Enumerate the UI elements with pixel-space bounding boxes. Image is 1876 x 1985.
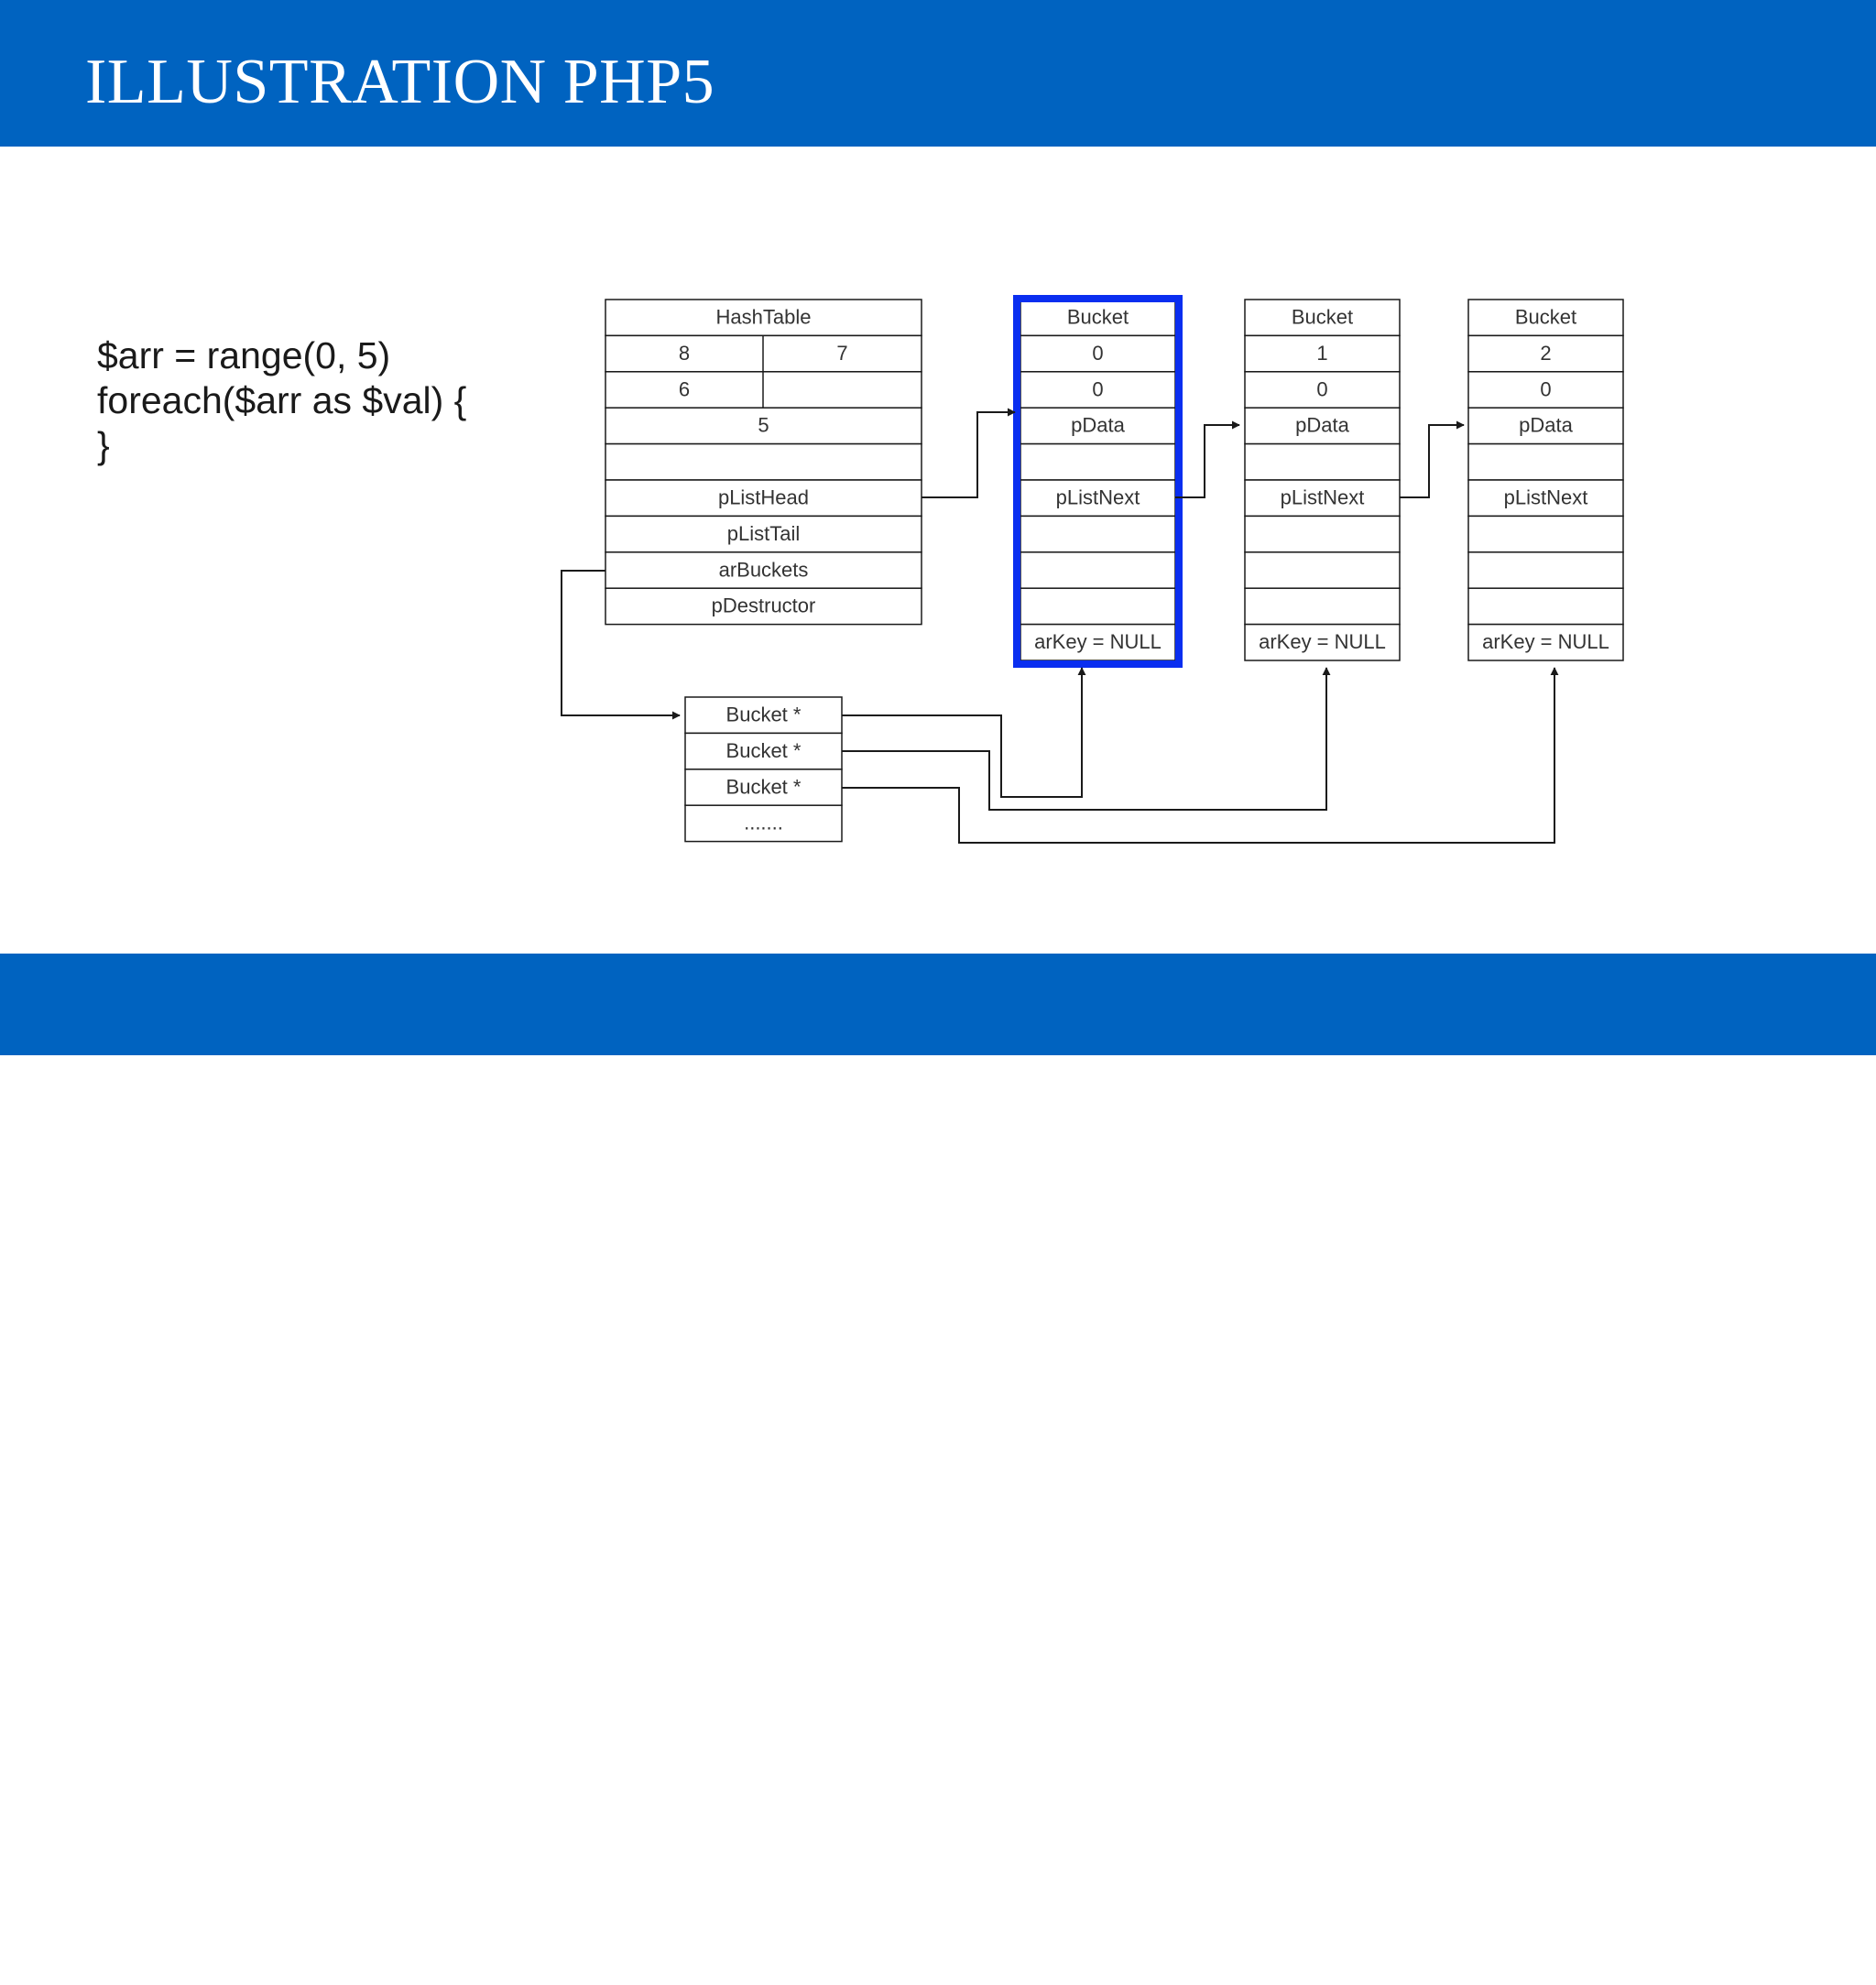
bucket-field: 2	[1540, 342, 1551, 365]
bucket-row	[1020, 371, 1176, 409]
logo-subtitle: 第二届PHP全球开发者大会	[1711, 1969, 1811, 1978]
bucket-struct	[1244, 299, 1401, 661]
arbuckets-pointer-arrow	[561, 570, 681, 720]
bucket-row	[1467, 299, 1624, 337]
hashtable-field: pDestructor	[712, 594, 816, 617]
hashtable-cell: 8	[679, 342, 690, 365]
hashtable-header: HashTable	[716, 306, 812, 329]
plisthead-pointer-arrow	[922, 408, 1016, 498]
tables-layer: HashTable 8 7 6 5 pListHead pListTail arBuckets…	[605, 295, 1624, 843]
bucket-row	[1020, 334, 1176, 373]
bucket-field: pListNext	[1056, 486, 1140, 509]
bucket-pointer-row	[684, 732, 843, 770]
bucket-row	[1467, 587, 1624, 626]
bucket-struct	[1013, 295, 1183, 668]
bucket-pointer-row	[684, 804, 843, 843]
bucket-row	[1244, 299, 1401, 337]
bucket-row	[1244, 551, 1401, 589]
bucket-row	[1244, 623, 1401, 661]
bucket-pointer-cell: Bucket *	[726, 703, 802, 726]
bucket-field: pListNext	[1281, 486, 1365, 509]
bucket-row	[1467, 623, 1624, 661]
bucket-slot-pointer-arrow	[842, 667, 1086, 798]
code-line: foreach($arr as $val) {	[97, 379, 467, 421]
bucket-pointer-cell: Bucket *	[726, 739, 802, 762]
bucket-row	[1020, 515, 1176, 553]
bucket-field: 0	[1316, 377, 1327, 400]
hashtable-field: 5	[758, 414, 769, 437]
bucket-header: Bucket	[1515, 306, 1576, 329]
bucket-row	[1020, 442, 1176, 481]
hashtable-field: pListTail	[727, 522, 800, 545]
hashtable-row	[605, 442, 922, 481]
bucket-row	[1467, 515, 1624, 553]
bucket-row	[1467, 442, 1624, 481]
hashtable-row	[605, 587, 922, 626]
bucket-row	[1244, 442, 1401, 481]
hashtable-row	[605, 551, 922, 589]
code-line: }	[97, 424, 110, 466]
bucket-row	[1244, 371, 1401, 409]
bucket-field: 0	[1092, 377, 1103, 400]
bucket-row	[1020, 551, 1176, 589]
bucket-field: pData	[1295, 414, 1349, 437]
code-line: $arr = range(0, 5)	[97, 334, 391, 376]
bucket-field: 0	[1092, 342, 1103, 365]
bucket-field: arKey = NULL	[1259, 630, 1386, 653]
bucket-struct	[1467, 299, 1624, 661]
bucket-row	[1020, 299, 1176, 337]
bucket-pointer-cell: .......	[744, 812, 783, 834]
connectors-layer	[561, 408, 1559, 844]
bucket-row	[1244, 407, 1401, 445]
bucket-field: pListNext	[1504, 486, 1588, 509]
bucket-slot-pointer-arrow	[842, 667, 1331, 811]
bucket-row	[1244, 587, 1401, 626]
plistnext-pointer-arrow	[1175, 420, 1240, 498]
bucket-row	[1020, 407, 1176, 445]
bucket-slot-pointer-arrow	[842, 667, 1559, 844]
bucket-field: pData	[1071, 414, 1125, 437]
hashtable-cell: 6	[679, 377, 690, 400]
bucket-header: Bucket	[1067, 306, 1129, 329]
hashtable-field: pListHead	[718, 486, 809, 509]
hashtable-struct	[605, 299, 922, 626]
bucket-row	[1467, 551, 1624, 589]
hashtable-row	[605, 515, 922, 553]
plistnext-pointer-arrow	[1400, 420, 1465, 498]
code-snippet: $arr = range(0, 5) foreach($arr as $val)…	[97, 333, 466, 468]
bucket-row	[1020, 587, 1176, 626]
current-bucket-highlight	[1013, 295, 1183, 668]
bucket-field: arKey = NULL	[1034, 630, 1162, 653]
bucket-field: 1	[1316, 342, 1327, 365]
bucket-field: arKey = NULL	[1482, 630, 1609, 653]
bucket-row	[1467, 479, 1624, 518]
header-bar: ILLUSTRATION PHP5	[0, 0, 1876, 147]
slide-title: ILLUSTRATION PHP5	[85, 47, 715, 117]
hashtable-row	[605, 407, 922, 445]
bucket-field: pData	[1519, 414, 1573, 437]
logo-text: Devlink	[1709, 1936, 1805, 1969]
bucket-row	[1467, 334, 1624, 373]
hashtable-cell: 7	[836, 342, 847, 365]
bucket-header: Bucket	[1292, 306, 1353, 329]
devlink-logo: Devlink 第二届PHP全球开发者大会	[1673, 1938, 1819, 1984]
hashtable-diagram: HashTable 8 7 6 5 pListHead pListTail arBuckets…	[561, 295, 1624, 844]
bucket-row	[1244, 515, 1401, 553]
bucket-row	[1467, 407, 1624, 445]
devlink-logo-icon	[1674, 1947, 1704, 1979]
hashtable-field: arBuckets	[719, 558, 809, 581]
bucket-field: 0	[1540, 377, 1551, 400]
footer-bar: Devlink 第二届PHP全球开发者大会	[0, 954, 1876, 1979]
bucket-pointer-cell: Bucket *	[726, 775, 802, 798]
hashtable-row	[605, 299, 922, 337]
